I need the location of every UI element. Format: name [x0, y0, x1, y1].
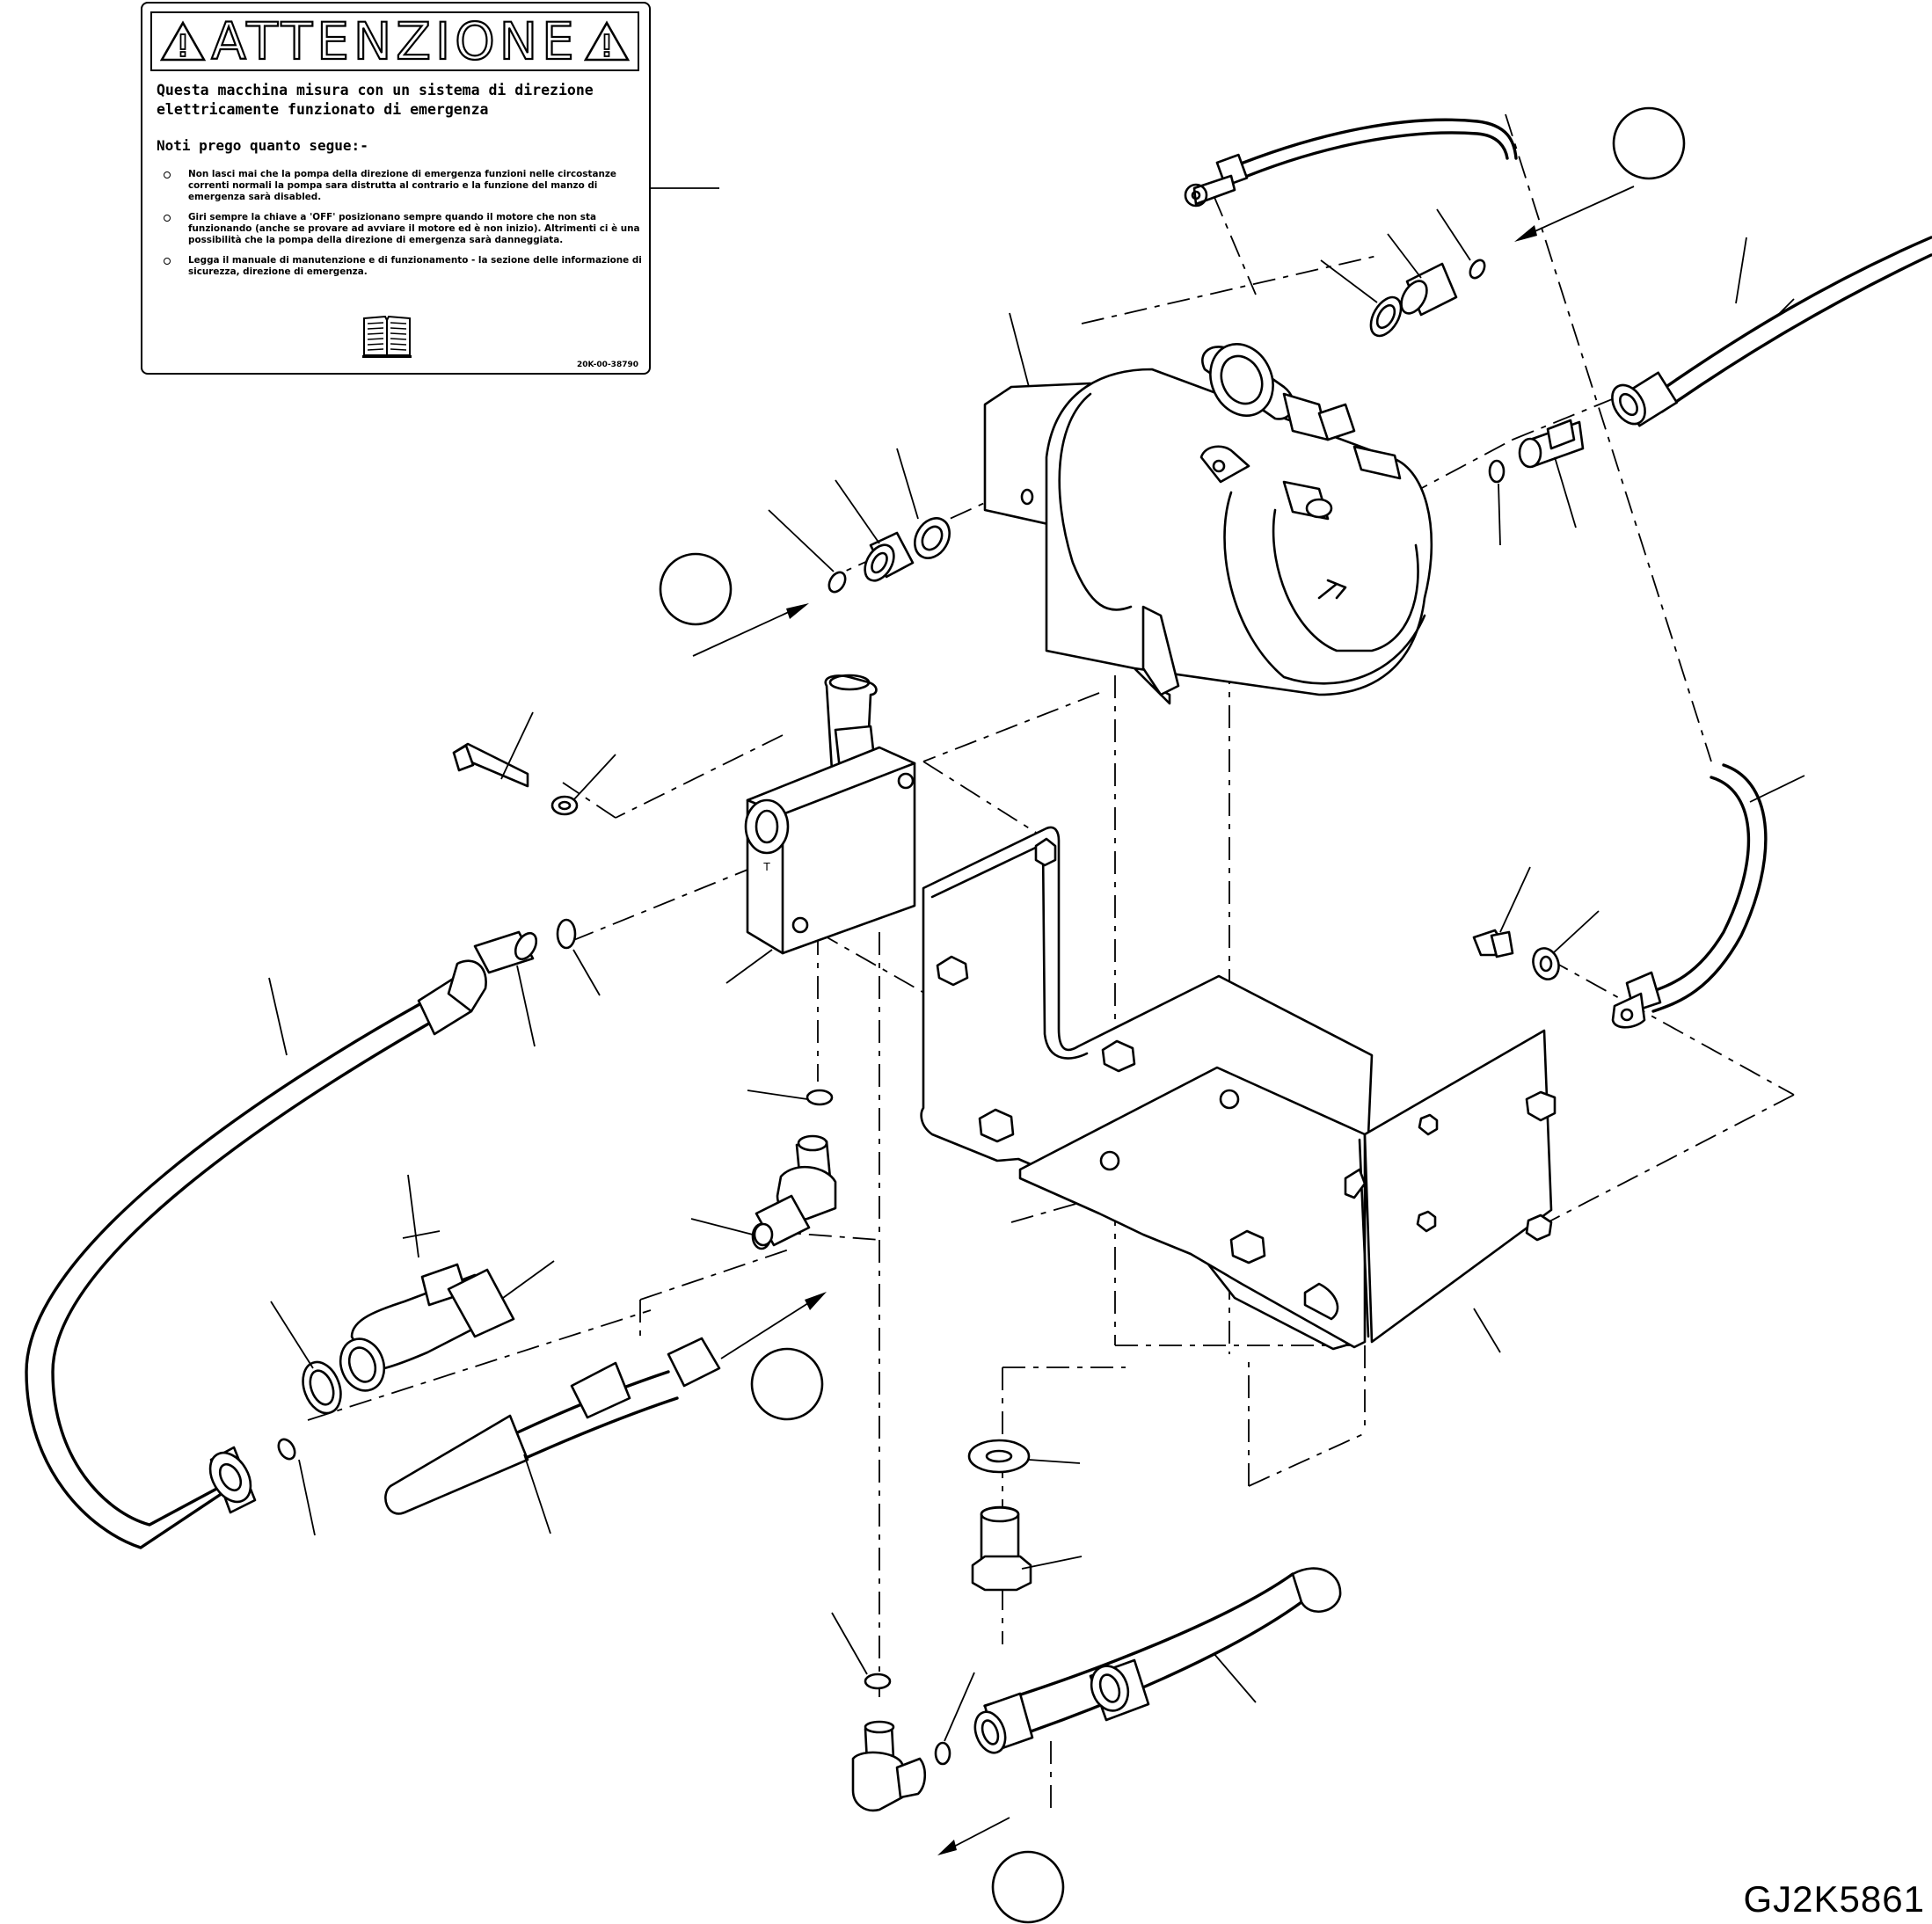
warning-triangle-icon: [160, 20, 207, 62]
decal-intro: Questa macchina misura con un sistema di…: [157, 82, 594, 118]
valve-block: T: [725, 674, 916, 984]
upper-right-hose: [1611, 236, 1932, 427]
ref-circle-bottom: [991, 1850, 1065, 1924]
flow-arrows: [692, 186, 1635, 1855]
decal-bullet: Giri sempre la chiave a 'OFF' posizionan…: [157, 212, 642, 246]
cable-bolt-and-washer: [1472, 866, 1600, 980]
arrowhead-top-right: [1514, 225, 1537, 242]
check-valve: [270, 1174, 555, 1415]
warning-decal: ATTENZIONE Questa macchina misura con un…: [141, 2, 651, 375]
decal-title: ATTENZIONE: [210, 11, 579, 71]
motor-right-fitting: [1488, 419, 1585, 546]
arrowhead-bottom: [937, 1840, 957, 1855]
arrowhead-middle: [805, 1292, 827, 1310]
manual-book-icon: [362, 315, 412, 358]
right-ground-cable: [1611, 763, 1805, 1029]
motor-top-fittings: [1320, 208, 1486, 338]
left-long-hose: [25, 930, 538, 1549]
bottom-elbow-and-hose: [831, 1567, 1342, 1812]
mounting-bracket: [920, 826, 1557, 1353]
warning-triangle-icon: [583, 20, 630, 62]
ref-circle-top-left: [659, 552, 733, 626]
decal-part-code: 20K-00-38790: [576, 361, 638, 369]
motor-left-fittings: [768, 448, 951, 594]
ref-circle-top-right: [1612, 106, 1686, 180]
port-mark-T: T: [762, 861, 770, 873]
decal-bullet-list: Non lasci mai che la pompa della direzio…: [157, 169, 642, 287]
drawing-code: GJ2K5861: [1743, 1878, 1925, 1920]
reference-circles: [659, 106, 1686, 1924]
decal-bullet: Legga il manuale di manutenzione e di fu…: [157, 255, 642, 278]
decal-bullet: Non lasci mai che la pompa della direzio…: [157, 169, 642, 203]
ref-circle-middle: [750, 1347, 824, 1421]
decal-note-heading: Noti prego quanto segue:-: [157, 137, 368, 154]
block-oring: [556, 918, 601, 996]
bracket-washer-and-bolt: [967, 1439, 1083, 1592]
middle-short-hose: [384, 1337, 721, 1534]
elbow-fitting-middle: [690, 1089, 837, 1250]
emergency-steering-motor: [983, 312, 1433, 705]
decal-header: ATTENZIONE: [150, 11, 639, 71]
block-bolt-and-washer: [452, 711, 616, 816]
arrowhead-top-left: [786, 603, 809, 619]
upper-power-cable: [1184, 118, 1518, 208]
